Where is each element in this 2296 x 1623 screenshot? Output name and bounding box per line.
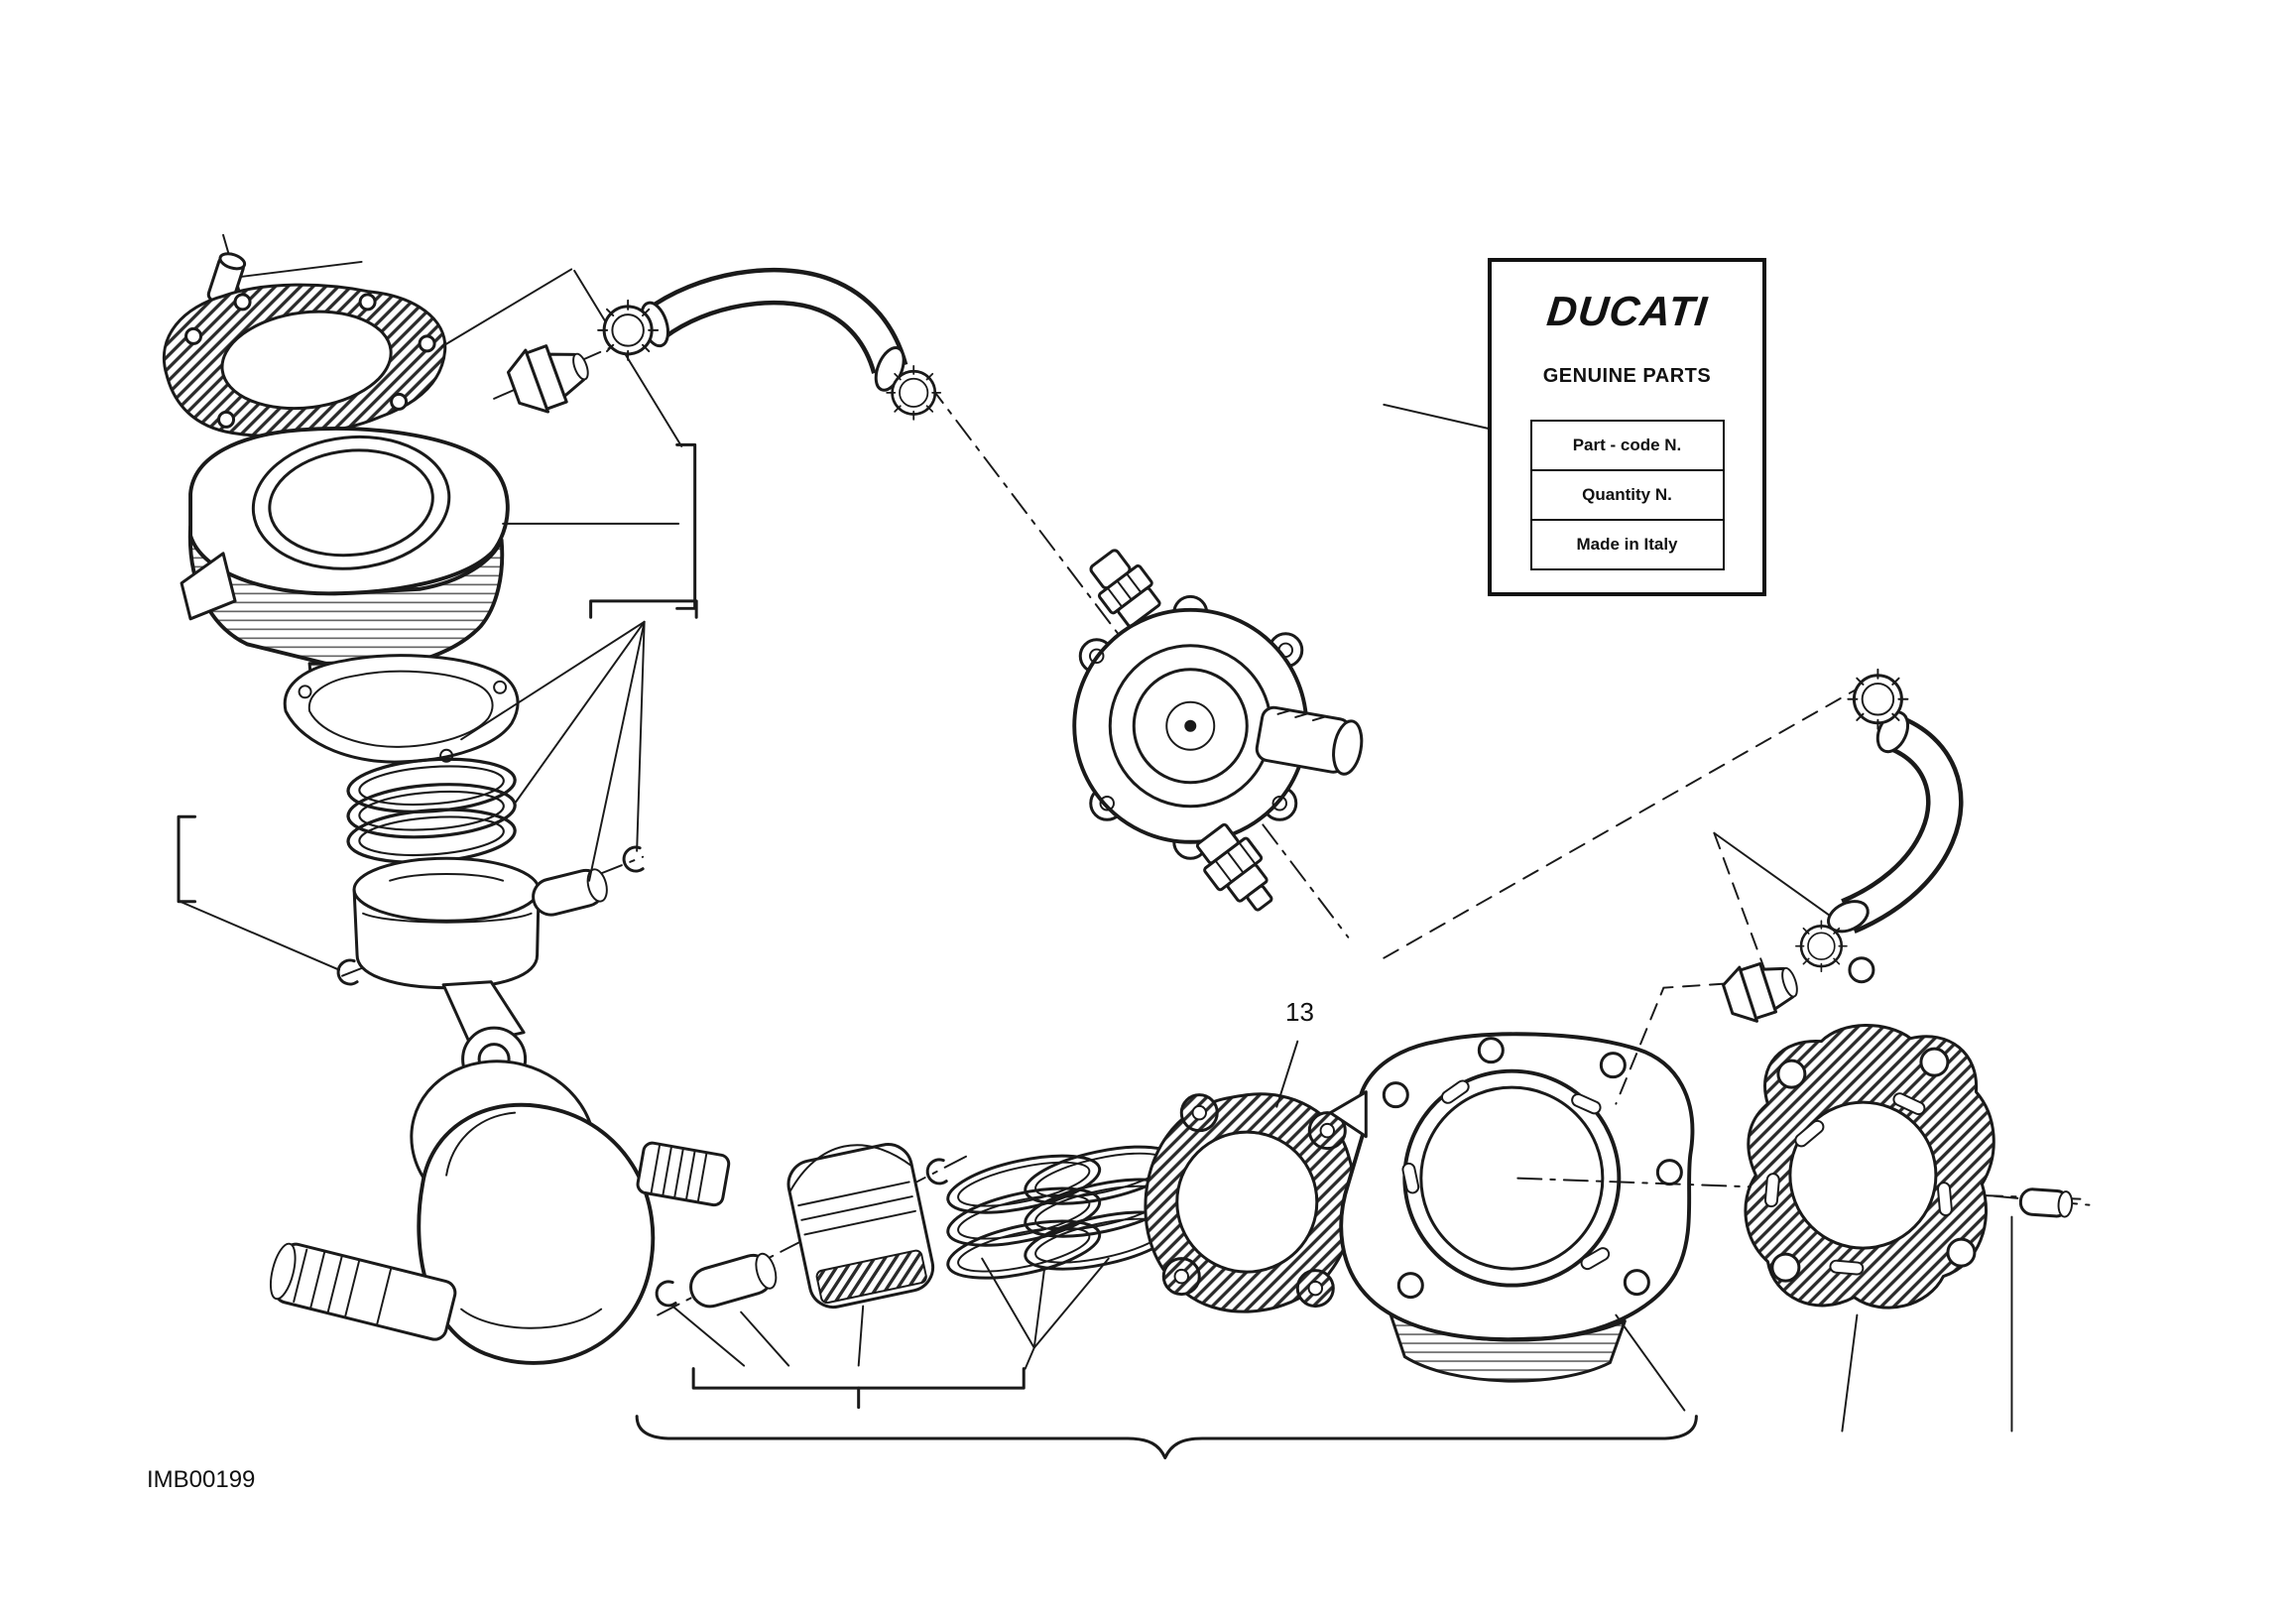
drawing-code: IMB00199 [147,1466,256,1493]
piston-front [786,1143,935,1310]
seal-ring [1848,956,1875,984]
hose-fitting-top [506,344,589,414]
circlip-front-left [655,1280,677,1308]
hose-fitting-right [1722,961,1798,1023]
water-pump [927,382,1490,938]
piston-front-assembly [655,1134,1184,1370]
dowel-pin-front [1993,1187,2091,1433]
pump-outlet [1255,705,1364,776]
piston-pin-rear [532,868,608,917]
hose-clamp-icon [596,299,660,362]
base-gasket-rear [283,654,520,764]
genuine-parts-box: DUCATI GENUINE PARTS Part - code N. Quan… [1488,258,1766,596]
hose-clamp-icon [885,364,942,422]
piston-rings-rear [344,752,519,870]
circlip-front-right [925,1158,948,1186]
pump-union-bottom [1195,822,1273,912]
circlip-rear-left [336,958,359,986]
reference-brackets [177,442,1698,1460]
crankshaft [269,1060,731,1365]
cylinder-gasket-13 [1144,1040,1356,1313]
cylinder-front [1328,980,2082,1412]
quantity-field: Quantity N. [1531,471,1723,521]
piston-pin-front [689,1252,778,1309]
parts-label-table: Part - code N. Quantity N. Made in Italy [1529,420,1725,570]
coolant-hose-top [493,267,942,422]
piston-rear [341,855,645,990]
head-gasket-rear [162,268,683,447]
hose-clamp-icon [1794,919,1849,973]
hose-clamp-icon [1846,668,1909,731]
made-in-italy-field: Made in Italy [1576,535,1678,554]
coolant-hose-right [1383,668,1964,1023]
ducati-logo: DUCATI [1544,288,1710,334]
part-code-field: Part - code N. [1531,422,1723,471]
head-gasket-front [1744,1024,1995,1433]
pump-union-top [1089,549,1161,628]
callout-13: 13 [1285,997,1314,1027]
genuine-parts-label: GENUINE PARTS [1542,365,1712,387]
circlip-rear-right [622,845,645,873]
